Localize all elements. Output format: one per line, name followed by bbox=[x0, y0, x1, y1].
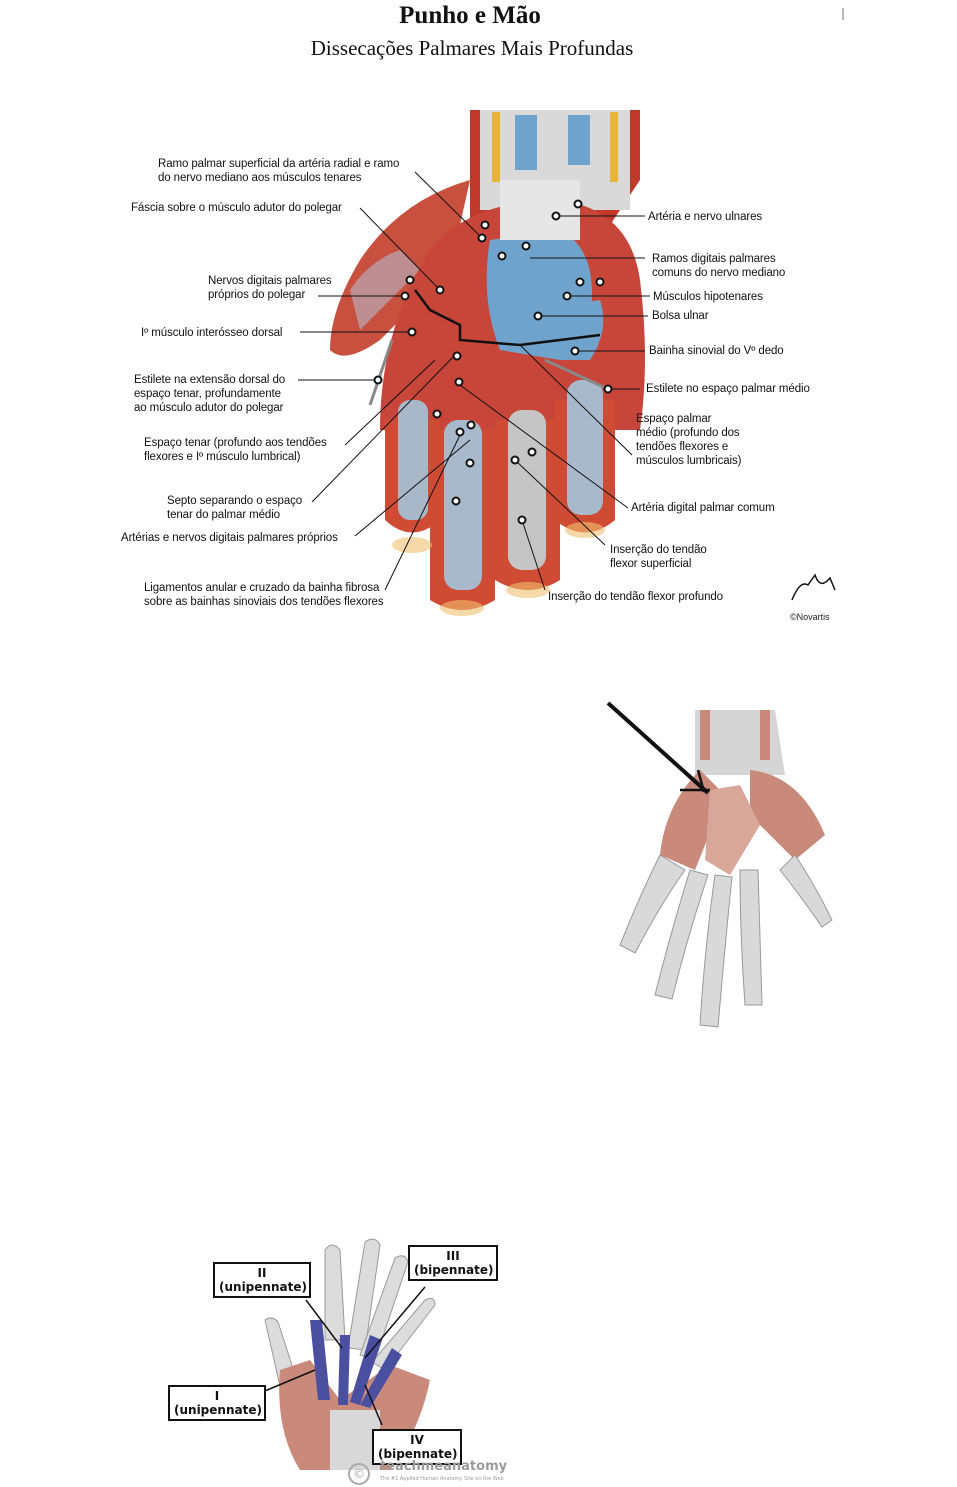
label-espaco-tenar: Espaço tenar (profundo aos tendões flexo… bbox=[144, 437, 327, 463]
lumbrical-4-type: (bipennate) bbox=[378, 1447, 458, 1461]
label-arteria-ulnar: Artéria e nervo ulnares bbox=[648, 211, 763, 223]
label-estilete-medio: Estilete no espaço palmar médio bbox=[646, 383, 810, 395]
label-lumbrical-3: III (bipennate) bbox=[408, 1245, 498, 1281]
label-arterias-nervos: Artérias e nervos digitais palmares próp… bbox=[121, 532, 338, 544]
lumbrical-2-type: (unipennate) bbox=[219, 1280, 307, 1294]
figure-hand-arrow bbox=[600, 695, 850, 1035]
lumbrical-1-numeral: I bbox=[214, 1389, 220, 1403]
label-ramo-palmar: Ramo palmar superficial da artéria radia… bbox=[158, 158, 400, 184]
hand-illustration-1 bbox=[298, 110, 836, 616]
page-subtitle: Dissecações Palmares Mais Profundas bbox=[310, 36, 634, 60]
figure-lumbricals: II (unipennate) III (bipennate) I (unipe… bbox=[160, 1230, 520, 1487]
label-insercao-profundo: Inserção do tendão flexor profundo bbox=[548, 591, 723, 603]
label-nervos-polegar: Nervos digitais palmares próprios do pol… bbox=[208, 275, 332, 301]
figure-deep-palmar-dissection: Ramo palmar superficial da artéria radia… bbox=[0, 0, 957, 640]
label-fascia: Fáscia sobre o músculo adutor do polegar bbox=[131, 202, 342, 214]
label-septo: Septo separando o espaço tenar do palmar… bbox=[167, 495, 303, 521]
label-ligamentos: Ligamentos anular e cruzado da bainha fi… bbox=[144, 582, 384, 608]
label-estilete-tenar: Estilete na extensão dorsal do espaço te… bbox=[134, 374, 286, 414]
copyright-icon: © bbox=[348, 1463, 370, 1485]
label-arteria-digital: Artéria digital palmar comum bbox=[631, 502, 775, 514]
hand-illustration-2 bbox=[606, 701, 833, 1028]
label-hipotenares: Músculos hipotenares bbox=[653, 291, 763, 303]
watermark-brand: teachmeanatomy bbox=[380, 1459, 508, 1474]
label-insercao-superficial: Inserção do tendão flexor superficial bbox=[610, 544, 707, 570]
label-bainha-v: Bainha sinovial do Vº dedo bbox=[649, 345, 784, 357]
hand-illustration-3 bbox=[259, 1238, 436, 1470]
lumbrical-3-type: (bipennate) bbox=[414, 1263, 494, 1277]
page-title: Punho e Mão bbox=[399, 2, 541, 29]
label-interosseo: Iº músculo interósseo dorsal bbox=[141, 327, 283, 339]
lumbrical-3-numeral: III bbox=[446, 1249, 460, 1263]
lumbrical-2-numeral: II bbox=[257, 1266, 267, 1280]
watermark-tagline: The #1 Applied Human Anatomy Site on the… bbox=[380, 1476, 504, 1482]
label-lumbrical-2: II (unipennate) bbox=[213, 1262, 311, 1298]
credit-novartis: ©Novartis bbox=[790, 612, 830, 622]
label-ramos-digitais: Ramos digitais palmares comuns do nervo … bbox=[652, 253, 786, 279]
label-espaco-medio: Espaço palmar médio (profundo dos tendõe… bbox=[636, 413, 742, 467]
lumbrical-4-numeral: IV bbox=[410, 1433, 424, 1447]
label-lumbrical-4: IV (bipennate) bbox=[372, 1429, 462, 1465]
corner-mark bbox=[842, 8, 844, 20]
lumbrical-1-type: (unipennate) bbox=[174, 1403, 262, 1417]
label-lumbrical-1: I (unipennate) bbox=[168, 1385, 266, 1421]
label-bolsa-ulnar: Bolsa ulnar bbox=[652, 310, 709, 322]
